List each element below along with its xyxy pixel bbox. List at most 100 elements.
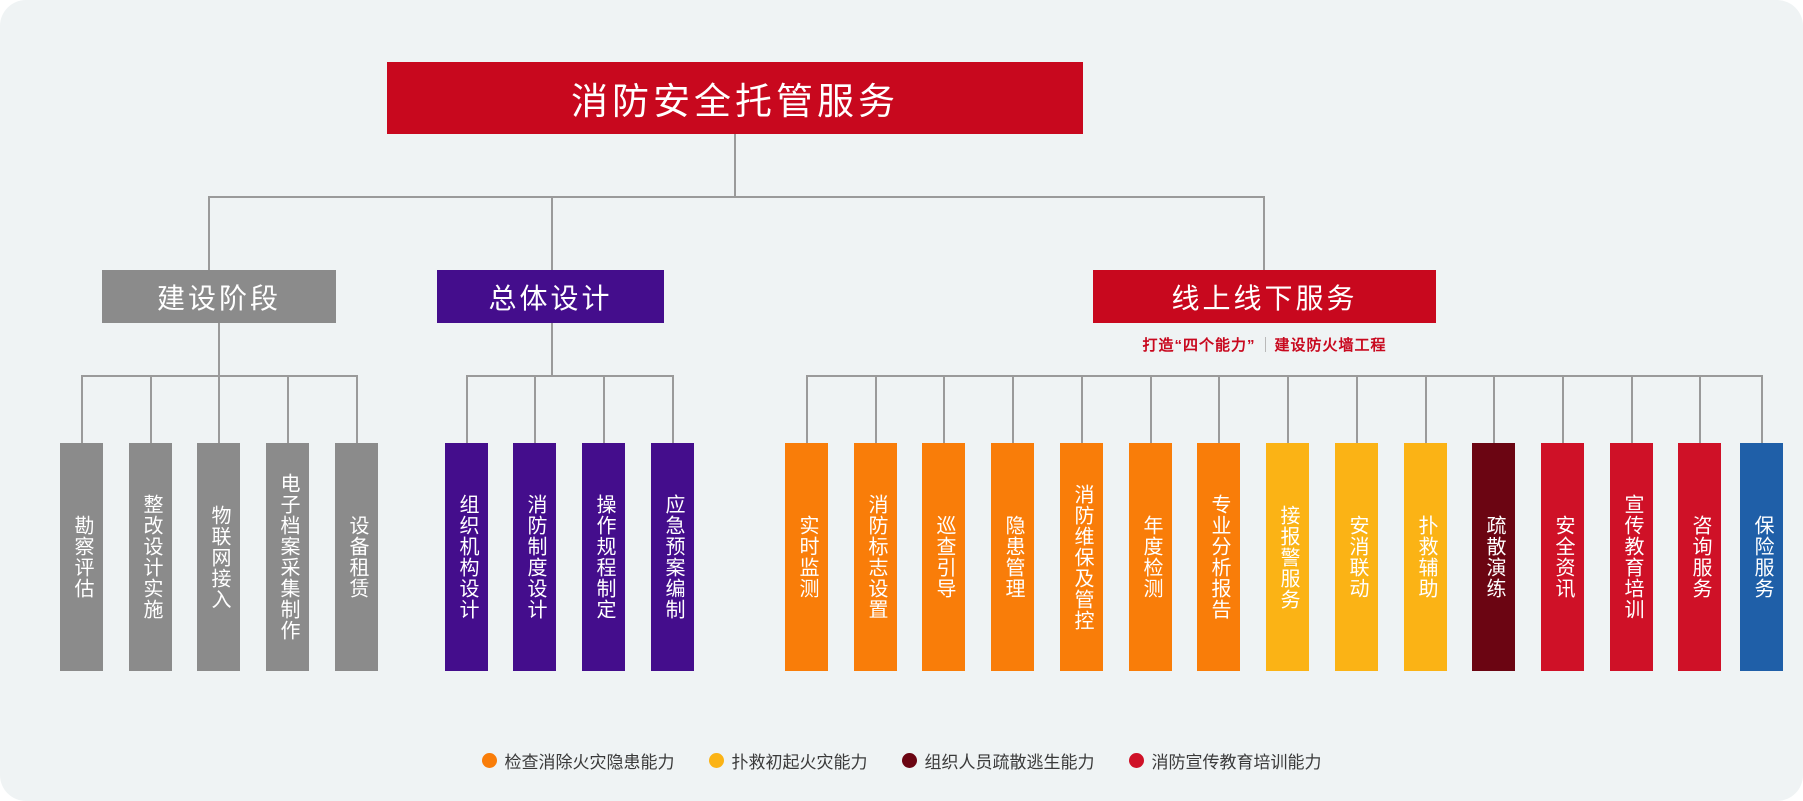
leaf-node[interactable]: 实时监测	[785, 443, 828, 671]
leaf-node[interactable]: 接报警服务	[1266, 443, 1309, 671]
legend-item: 扑救初起火灾能力	[708, 748, 868, 773]
legend-item: 消防宣传教育培训能力	[1128, 748, 1322, 773]
leaf-node-label: 专业分析报告	[1208, 494, 1230, 620]
leaf-node[interactable]: 隐患管理	[991, 443, 1034, 671]
connector-b3-bus	[806, 375, 1761, 377]
branch-node-design-label: 总体设计	[488, 282, 613, 314]
connector-b2-leaf-3	[672, 375, 674, 443]
connector-branch-1-drop	[208, 196, 210, 270]
leaf-node-label: 消防标志设置	[865, 494, 887, 620]
connector-b3-leaf-6	[1218, 375, 1220, 443]
leaf-node-label: 整改设计实施	[140, 494, 162, 620]
leaf-node-label: 接报警服务	[1277, 504, 1299, 610]
branch-node-construction[interactable]: 建设阶段	[102, 270, 336, 323]
leaf-node[interactable]: 勘察评估	[60, 443, 103, 671]
service-caption-right: 建设防火墙工程	[1274, 337, 1387, 354]
leaf-node-label: 实时监测	[796, 515, 818, 599]
leaf-node-label: 消防制度设计	[524, 494, 546, 620]
branch-node-construction-label: 建设阶段	[156, 282, 281, 314]
leaf-node-label: 应急预案编制	[662, 494, 684, 620]
leaf-node-label: 咨询服务	[1689, 515, 1711, 599]
connector-b2-bus	[466, 375, 672, 377]
branch-node-service[interactable]: 线上线下服务	[1093, 270, 1436, 323]
connector-b3-leaf-0	[806, 375, 808, 443]
leaf-node[interactable]: 疏散演练	[1472, 443, 1515, 671]
connector-b1-leaf-4	[356, 375, 358, 443]
connector-root-stem	[734, 134, 736, 196]
leaf-node-label: 消防维保及管控	[1071, 483, 1093, 631]
connector-root-bus	[208, 196, 1264, 198]
leaf-node[interactable]: 组织机构设计	[445, 443, 488, 671]
root-node-label: 消防安全托管服务	[571, 81, 899, 122]
connector-b2-leaf-1	[534, 375, 536, 443]
leaf-node-label: 安消联动	[1346, 515, 1368, 599]
leaf-node[interactable]: 消防标志设置	[854, 443, 897, 671]
connector-b1-leaf-0	[81, 375, 83, 443]
connector-b1-leaf-2	[218, 375, 220, 443]
connector-b1-leaf-3	[287, 375, 289, 443]
connector-b1-stem	[218, 323, 220, 375]
branch-node-service-label: 线上线下服务	[1171, 282, 1358, 314]
leaf-node[interactable]: 咨询服务	[1678, 443, 1721, 671]
connector-b2-leaf-0	[466, 375, 468, 443]
connector-b3-leaf-12	[1631, 375, 1633, 443]
connector-b3-leaf-11	[1562, 375, 1564, 443]
branch-node-design[interactable]: 总体设计	[437, 270, 664, 323]
legend-item-label: 消防宣传教育培训能力	[1151, 753, 1322, 772]
legend-dot-icon	[1128, 753, 1144, 768]
connector-b3-leaf-9	[1425, 375, 1427, 443]
leaf-node[interactable]: 应急预案编制	[651, 443, 694, 671]
connector-b3-leaf-13	[1699, 375, 1701, 443]
leaf-node-label: 扑救辅助	[1415, 515, 1437, 599]
leaf-node-label: 操作规程制定	[593, 494, 615, 620]
legend-item-label: 检查消除火灾隐患能力	[504, 753, 675, 772]
leaf-node-label: 组织机构设计	[456, 494, 478, 620]
leaf-node[interactable]: 巡查引导	[922, 443, 965, 671]
leaf-node[interactable]: 消防维保及管控	[1060, 443, 1103, 671]
leaf-node-label: 巡查引导	[933, 515, 955, 599]
connector-b3-leaf-2	[943, 375, 945, 443]
leaf-node[interactable]: 安全资讯	[1541, 443, 1584, 671]
leaf-node-label: 疏散演练	[1483, 515, 1505, 599]
leaf-node[interactable]: 宣传教育培训	[1610, 443, 1653, 671]
leaf-node[interactable]: 电子档案采集制作	[266, 443, 309, 671]
leaf-node-label: 年度检测	[1140, 515, 1162, 599]
legend-item: 组织人员疏散逃生能力	[901, 748, 1095, 773]
connector-b3-leaf-10	[1493, 375, 1495, 443]
leaf-node[interactable]: 物联网接入	[197, 443, 240, 671]
leaf-node[interactable]: 保险服务	[1740, 443, 1783, 671]
leaf-node[interactable]: 年度检测	[1129, 443, 1172, 671]
leaf-node-label: 安全资讯	[1552, 515, 1574, 599]
leaf-node[interactable]: 操作规程制定	[582, 443, 625, 671]
caption-divider	[1264, 337, 1266, 352]
service-caption-left: 打造“四个能力”	[1142, 337, 1256, 354]
leaf-node[interactable]: 整改设计实施	[129, 443, 172, 671]
legend-item-label: 扑救初起火灾能力	[731, 753, 868, 772]
connector-b2-stem	[551, 323, 553, 375]
leaf-node[interactable]: 消防制度设计	[513, 443, 556, 671]
connector-b3-leaf-1	[875, 375, 877, 443]
connector-branch-2-drop	[551, 196, 553, 270]
legend: 检查消除火灾隐患能力 扑救初起火灾能力 组织人员疏散逃生能力 消防宣传教育培训能…	[0, 748, 1803, 773]
leaf-node-label: 物联网接入	[208, 504, 230, 610]
connector-b3-leaf-8	[1356, 375, 1358, 443]
leaf-node[interactable]: 设备租赁	[335, 443, 378, 671]
connector-b3-leaf-7	[1287, 375, 1289, 443]
legend-dot-icon	[901, 753, 917, 768]
leaf-node-label: 设备租赁	[346, 515, 368, 599]
connector-branch-3-drop	[1263, 196, 1265, 270]
connector-b3-leaf-5	[1150, 375, 1152, 443]
leaf-node[interactable]: 扑救辅助	[1404, 443, 1447, 671]
leaf-node-label: 隐患管理	[1002, 515, 1024, 599]
legend-item-label: 组织人员疏散逃生能力	[924, 753, 1095, 772]
legend-dot-icon	[481, 753, 497, 768]
legend-dot-icon	[708, 753, 724, 768]
root-node[interactable]: 消防安全托管服务	[387, 62, 1083, 134]
connector-b3-leaf-4	[1081, 375, 1083, 443]
connector-b1-leaf-1	[150, 375, 152, 443]
leaf-node-label: 保险服务	[1751, 515, 1773, 599]
leaf-node[interactable]: 安消联动	[1335, 443, 1378, 671]
legend-item: 检查消除火灾隐患能力	[481, 748, 675, 773]
leaf-node[interactable]: 专业分析报告	[1197, 443, 1240, 671]
